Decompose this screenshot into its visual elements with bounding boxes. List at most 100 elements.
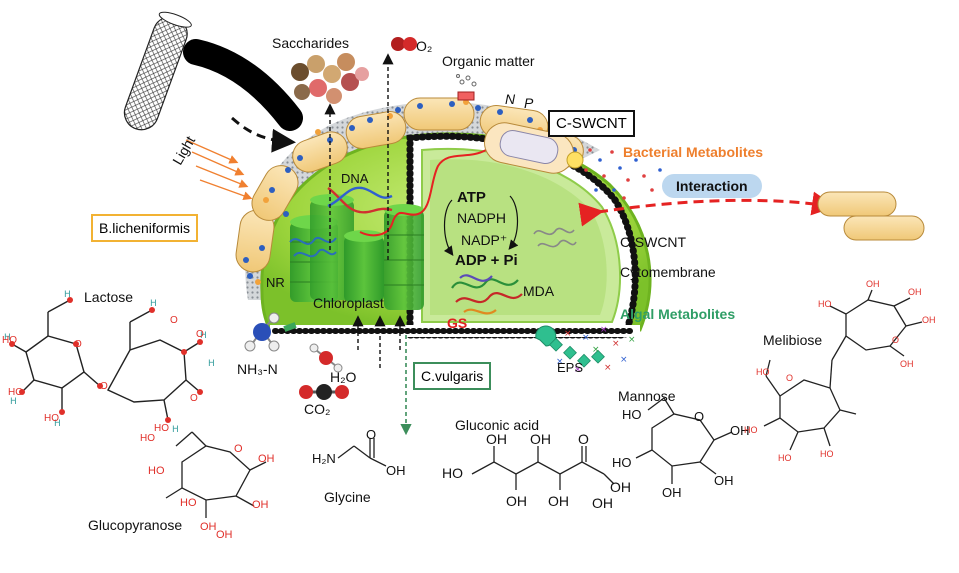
saccharides-label: Saccharides [272, 35, 350, 51]
atom-label: O [578, 431, 589, 447]
svg-text:×: × [574, 365, 582, 375]
svg-text:×: × [604, 363, 612, 373]
eps-label: EPS [557, 360, 584, 375]
svg-text:×: × [612, 339, 620, 349]
atom-label: HO [622, 407, 642, 422]
interaction-label: Interaction [662, 174, 762, 198]
atom-label: OH [866, 279, 880, 289]
atom-label: HO [756, 367, 770, 377]
atom-label: O [694, 409, 705, 424]
atom-label: O [786, 373, 794, 383]
atom-label: OH [548, 493, 569, 509]
nr-label: NR [266, 275, 285, 290]
svg-text:H: H [208, 359, 215, 369]
cswcnt-box-label: C-SWCNT [548, 110, 635, 137]
svg-text:H: H [200, 331, 207, 341]
svg-text:H: H [172, 425, 179, 435]
bacterial-metabolite-dots [584, 148, 662, 200]
atom-label: HO [778, 453, 792, 463]
atom-label: HO [442, 465, 463, 481]
dna-helix-icon [327, 186, 393, 214]
co2-molecule-icon [299, 384, 349, 400]
atom-label: HO [820, 449, 834, 459]
co2-label: CO₂ [304, 401, 331, 417]
glucopyranose-label: Glucopyranose [88, 517, 183, 533]
atom-label: OH [908, 287, 922, 297]
export-arrows [324, 53, 406, 368]
atom-label: HO [154, 423, 169, 434]
h2o-label: H₂O [330, 369, 357, 385]
svg-text:×: × [564, 329, 572, 339]
atom-label: H₂N [312, 451, 336, 466]
atom-label: OH [506, 493, 527, 509]
svg-text:×: × [556, 357, 564, 367]
chloroplast-label: Chloroplast [313, 295, 384, 311]
external-bacteria [817, 191, 925, 241]
n-label: N [505, 91, 516, 107]
atom-label: HO [44, 413, 59, 424]
lactose-oxygens [9, 297, 203, 423]
c-vulgaris-label: C.vulgaris [413, 362, 492, 390]
svg-text:H: H [150, 299, 157, 309]
o2-molecule-icon [391, 37, 417, 51]
organic-matter-label: Organic matter [442, 53, 535, 69]
mannose-structure [635, 397, 733, 484]
saccharide-molecule-icon [291, 53, 369, 104]
atom-label: O [892, 335, 900, 345]
nadph-label: NADPH [457, 210, 507, 226]
carbon-nanotube-icon [123, 11, 192, 131]
svg-text:×: × [592, 345, 600, 355]
atom-label: OH [922, 315, 936, 325]
nh3n-label: NH₃-N [237, 361, 278, 377]
lactose-hydrogens: HHH HHH HH [4, 290, 215, 435]
atp-cycle-arrows [443, 195, 519, 256]
interaction-arrow [578, 191, 836, 227]
svg-text:H: H [10, 397, 17, 407]
atom-label: O [234, 443, 243, 455]
algal-metabolites-label: Algal Metabolites [620, 306, 736, 322]
atom-label: HO [744, 425, 758, 435]
atom-label: O [74, 339, 82, 350]
atom-label: OH [592, 495, 613, 511]
atom-label: OH [530, 431, 551, 447]
atom-label: O [366, 427, 377, 442]
glycine-label: Glycine [324, 489, 371, 505]
atom-label: OH [662, 485, 682, 500]
melibiose-label: Melibiose [763, 332, 823, 348]
lactose-label: Lactose [84, 289, 134, 305]
atom-label: O [170, 315, 178, 326]
atom-label: OH [730, 423, 750, 438]
gs-label: GS [447, 315, 468, 331]
atom-label: O [190, 393, 198, 404]
svg-text:×: × [620, 355, 628, 365]
dna-label: DNA [341, 171, 369, 186]
nadp-label: NADP⁺ [461, 232, 508, 248]
melibiose-structure [763, 289, 923, 451]
atom-label: HO [2, 335, 17, 346]
atom-label: OH [200, 521, 217, 533]
atom-label: O [100, 381, 108, 392]
b-licheniformis-label: B.licheniformis [91, 214, 199, 242]
atom-label: OH [714, 473, 734, 488]
glucopyranose-structure [165, 431, 267, 518]
svg-text:×: × [600, 325, 608, 335]
atom-label: OH [900, 359, 914, 369]
atp-label: ATP [457, 189, 486, 206]
lactose-structure [11, 299, 201, 421]
atom-label: HO [140, 433, 155, 444]
atom-label: HO [818, 299, 832, 309]
eps-chain-icon: × × × × × × × × × × [535, 325, 636, 375]
bacterial-metabolites-label: Bacterial Metabolites [623, 144, 764, 160]
atom-label: HO [612, 455, 632, 470]
water-molecule-icon [309, 343, 343, 373]
cytomembrane-label: Cytomembrane [620, 264, 716, 280]
atom-label: OH [610, 479, 631, 495]
atom-label: O [196, 329, 204, 340]
mda-label: MDA [523, 283, 555, 299]
light-rays [185, 139, 253, 201]
svg-text:H: H [54, 419, 61, 429]
cswcnt-side-label: C-SWCNT [620, 234, 687, 250]
svg-text:×: × [628, 335, 636, 345]
